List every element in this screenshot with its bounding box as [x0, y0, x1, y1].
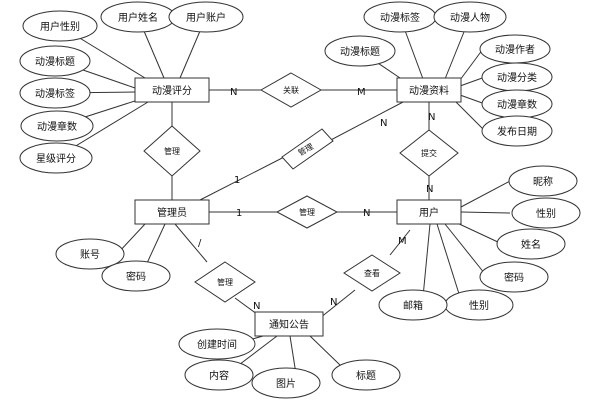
attribute-label: 动漫作者 — [495, 44, 535, 56]
entity-anime-info: 动漫资料 — [396, 77, 462, 103]
cardinality-relate-rating: N — [230, 87, 237, 98]
attribute-rating-anime-episodes: 动漫章数 — [20, 110, 94, 142]
relationship-submit: 提交 — [399, 129, 459, 177]
attribute-info-anime-episodes: 动漫章数 — [481, 89, 553, 119]
entity-label: 用户 — [419, 206, 439, 219]
attribute-label: 昵称 — [533, 175, 553, 188]
relationship-label: 查看 — [364, 268, 380, 278]
attribute-publish-date: 发布日期 — [481, 115, 553, 147]
attribute-label: 标题 — [356, 370, 376, 382]
attribute-label: 动漫章数 — [497, 98, 537, 111]
cardinality-admin-user-user: N — [363, 208, 370, 219]
attribute-label: 动漫分类 — [497, 71, 537, 84]
attribute-user-gender: 用户性别 — [22, 10, 98, 42]
cardinality-view-notice: N — [330, 297, 337, 308]
attribute-label: 动漫标签 — [380, 11, 420, 24]
attribute-label: 动漫人物 — [450, 11, 490, 24]
relationship-manage-notice: 管理 — [194, 261, 256, 303]
attribute-label: 星级评分 — [36, 153, 76, 165]
cardinality-submit-user: N — [426, 184, 433, 195]
relationship-label: 关联 — [283, 85, 299, 95]
attribute-gender: 性别 — [511, 197, 581, 229]
attribute-info-anime-title: 动漫标题 — [324, 35, 396, 67]
cardinality-admin-info-info: N — [380, 118, 387, 129]
entity-notice: 通知公告 — [254, 311, 324, 337]
attribute-label: 性别 — [536, 207, 556, 220]
attribute-star-rating: 星级评分 — [19, 142, 93, 174]
relationship-label: 提交 — [421, 148, 437, 158]
attribute-admin-password: 密码 — [101, 260, 171, 292]
cardinality-admin-notice-notice: N — [253, 301, 260, 312]
cardinality-view-user: M — [398, 236, 407, 247]
attribute-user-account: 用户账户 — [168, 1, 244, 33]
entity-label: 动漫资料 — [409, 84, 449, 97]
attribute-label: 动漫标题 — [35, 56, 75, 68]
attribute-label: 动漫章数 — [37, 120, 77, 133]
attribute-name: 姓名 — [496, 228, 566, 260]
attribute-label: 账号 — [80, 249, 100, 261]
attribute-label: 创建时间 — [197, 338, 237, 351]
attribute-rating-anime-tag: 动漫标签 — [19, 77, 91, 109]
relationship-relate: 关联 — [259, 72, 323, 108]
attribute-label: 姓名 — [521, 238, 541, 251]
attribute-label: 性别 — [469, 299, 489, 312]
entity-admin: 管理员 — [134, 199, 210, 225]
relationship-label: 管理 — [164, 146, 180, 156]
attribute-user-name: 用户姓名 — [100, 1, 176, 33]
attribute-email: 邮箱 — [378, 289, 448, 321]
cardinality-admin-user-admin: 1 — [236, 208, 242, 219]
entity-label: 通知公告 — [269, 318, 309, 331]
relationship-view: 查看 — [343, 254, 401, 292]
relationship-manage-rating: 管理 — [143, 125, 201, 177]
attribute-gender2: 性别 — [444, 289, 514, 321]
attribute-admin-account: 账号 — [55, 238, 125, 270]
attribute-label: 图片 — [276, 377, 296, 390]
relationship-manage-user: 管理 — [275, 195, 339, 229]
attribute-content: 内容 — [184, 359, 254, 391]
relationship-manage-info: 管理 — [281, 128, 334, 170]
attribute-info-anime-tag: 动漫标签 — [363, 1, 437, 33]
attribute-label: 密码 — [504, 271, 524, 284]
attribute-title: 标题 — [331, 359, 401, 391]
attribute-anime-category: 动漫分类 — [481, 62, 553, 92]
attribute-created-time: 创建时间 — [178, 328, 256, 360]
attribute-password: 密码 — [479, 261, 549, 293]
cardinality-admin-info-admin: 1 — [234, 175, 240, 186]
attribute-label: 内容 — [209, 369, 229, 382]
attribute-anime-author: 动漫作者 — [479, 34, 551, 64]
attribute-label: 用户性别 — [40, 20, 80, 33]
attribute-rating-anime-title: 动漫标题 — [19, 45, 91, 77]
relationship-label: 管理 — [217, 277, 233, 287]
attribute-label: 用户账户 — [186, 11, 226, 24]
attribute-label: 动漫标签 — [35, 87, 75, 100]
attribute-label: 密码 — [126, 270, 146, 283]
cardinality-admin-notice-admin: / — [198, 238, 202, 249]
attribute-label: 发布日期 — [497, 125, 537, 138]
attribute-anime-characters: 动漫人物 — [433, 1, 507, 33]
attribute-label: 邮箱 — [403, 299, 423, 312]
attribute-image: 图片 — [251, 367, 321, 399]
entity-label: 管理员 — [157, 206, 187, 219]
attribute-label: 动漫标题 — [340, 46, 380, 58]
cardinality-submit-info: N — [428, 112, 435, 123]
cardinality-labels: N M 1 N N N 1 N / N M N — [198, 87, 435, 312]
cardinality-relate-info: M — [357, 87, 366, 98]
entity-label: 动漫评分 — [152, 85, 192, 97]
entity-anime-rating: 动漫评分 — [134, 77, 210, 103]
relationship-label: 管理 — [299, 207, 315, 217]
entity-user: 用户 — [396, 199, 462, 225]
attribute-nickname: 昵称 — [508, 165, 578, 197]
attribute-label: 用户姓名 — [118, 11, 158, 24]
